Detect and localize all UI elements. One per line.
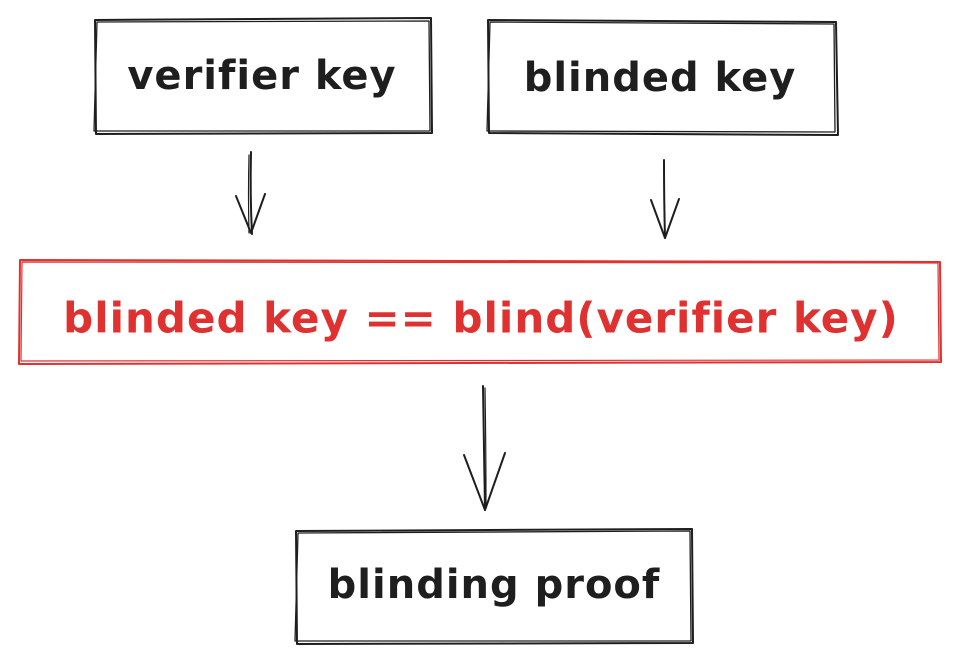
arrow-blinded-to-check	[650, 159, 680, 239]
check-node: blinded key == blind(verifier key)	[18, 259, 942, 365]
blinding-proof-box	[294, 528, 694, 645]
blinded-key-label: blinded key	[524, 55, 797, 101]
check-box	[18, 259, 942, 365]
verifier-key-node: verifier key	[93, 17, 433, 135]
verifier-key-box	[93, 17, 433, 135]
arrow-check-to-proof	[463, 385, 506, 511]
blinding-proof-node: blinding proof	[294, 528, 694, 645]
blinding-proof-label: blinding proof	[328, 562, 661, 608]
verifier-key-label: verifier key	[127, 53, 396, 99]
blinded-key-box	[486, 19, 839, 136]
arrow-verifier-to-check	[235, 151, 266, 235]
check-label: blinded key == blind(verifier key)	[63, 294, 899, 343]
blinded-key-node: blinded key	[486, 19, 839, 136]
